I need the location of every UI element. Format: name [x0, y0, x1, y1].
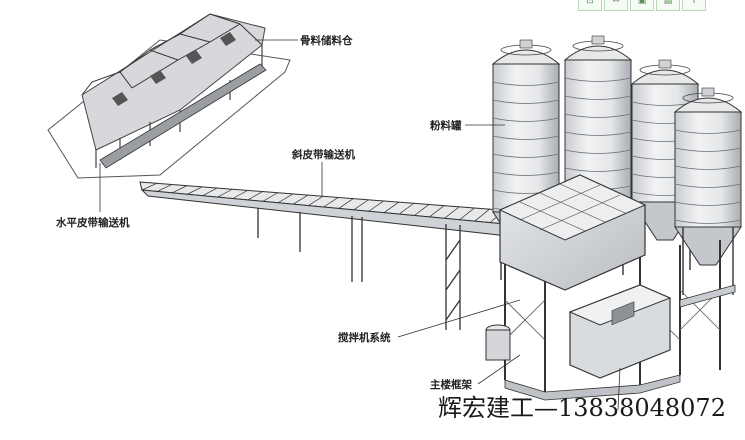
toolbar-zoom-button[interactable]: ⊡	[578, 0, 602, 11]
zoom-icon: ⊡	[586, 0, 594, 6]
label-horizontal-belt: 水平皮带输送机	[55, 216, 130, 229]
main-building	[485, 174, 736, 401]
truss-brace	[383, 201, 400, 213]
label-powder-silo: 粉料罐	[430, 119, 462, 132]
truss-brace	[172, 185, 188, 194]
info-icon: ⅰ	[692, 0, 696, 6]
horizontal-belt	[99, 63, 267, 169]
label-incline-belt: 斜皮带输送机	[291, 148, 355, 161]
truss-brace	[232, 189, 249, 199]
image-icon: ▣	[637, 0, 647, 6]
toolbar-info-button[interactable]: ⅰ	[682, 0, 706, 11]
truss-brace	[444, 206, 460, 219]
truss-brace	[398, 202, 415, 215]
truss-brace	[202, 187, 218, 196]
truss-brace	[338, 198, 354, 209]
toolbar-image-button[interactable]: ▣	[630, 0, 654, 11]
truss-brace	[187, 186, 203, 195]
label-aggregate-bin: 骨料储料仓	[300, 34, 353, 47]
truss-brace	[141, 182, 158, 191]
truss-brace	[353, 199, 370, 211]
truss-brace	[247, 191, 264, 201]
label-main-frame: 主楼框架	[430, 378, 472, 391]
truss-brace	[217, 188, 233, 198]
truss-brace	[262, 192, 279, 202]
truss-brace	[459, 207, 475, 221]
leader-lines	[99, 39, 621, 411]
truss-brace	[429, 205, 445, 218]
truss-brace	[414, 203, 430, 216]
watermark-text: 辉宏建工—13838048072	[438, 394, 726, 422]
truss-brace	[293, 194, 309, 205]
powder-silo	[673, 87, 743, 295]
truss-brace	[277, 193, 294, 204]
toolbar-fit-button[interactable]: ⇔	[604, 0, 628, 11]
truss-brace	[308, 195, 324, 206]
aggregate-bin-group	[47, 13, 291, 179]
print-icon: ▤	[663, 0, 673, 6]
incline-belt-truss	[139, 181, 509, 330]
toolbar-print-button[interactable]: ▤	[656, 0, 680, 11]
truss-brace	[323, 196, 339, 208]
truss-brace	[368, 200, 385, 212]
truss-brace	[474, 208, 491, 222]
truss-brace	[156, 184, 173, 192]
fit-icon: ⇔	[612, 0, 620, 6]
label-mixer-system: 搅拌机系统	[338, 331, 391, 344]
